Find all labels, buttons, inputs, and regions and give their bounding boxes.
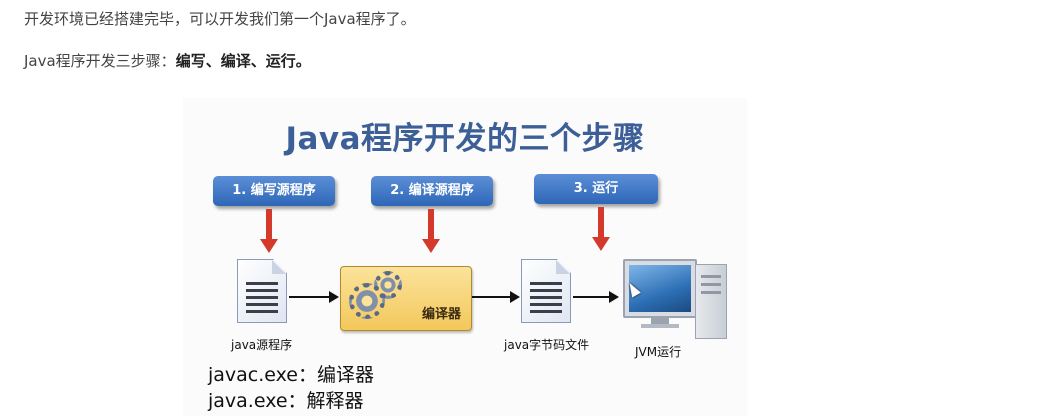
java-steps-figure: Java程序开发的三个步骤 1. 编写源程序 2. 编译源程序 3. 运行 编译… — [183, 98, 747, 416]
steps-text: Java程序开发三步骤：编写、编译、运行。 — [24, 50, 311, 71]
source-document-icon — [237, 259, 287, 323]
flow-arrow-icon — [609, 291, 619, 303]
steps-bold: 编写、编译、运行。 — [175, 52, 311, 70]
compiler-label: 编译器 — [421, 307, 461, 322]
caption-bytecode: java字节码文件 — [504, 338, 590, 352]
flow-arrow-icon — [510, 291, 520, 303]
steps-prefix: Java程序开发三步骤： — [24, 52, 176, 70]
caption-jvm: JVM运行 — [635, 345, 682, 359]
pc-tower-icon — [695, 264, 727, 339]
compiler-box: 编译器 — [340, 266, 472, 331]
gear-icon — [349, 283, 385, 319]
figure-title: Java程序开发的三个步骤 — [285, 121, 645, 157]
command-javac: javac.exe：编译器 — [208, 364, 374, 386]
flow-arrow-line — [472, 296, 512, 298]
step-2-label: 2. 编译源程序 — [371, 176, 493, 206]
flow-arrow-line — [573, 296, 611, 298]
bytecode-document-icon — [521, 259, 571, 323]
command-java: java.exe：解释器 — [208, 390, 364, 412]
flow-arrow-icon — [329, 291, 339, 303]
step-1-label: 1. 编写源程序 — [213, 176, 335, 206]
caption-source: java源程序 — [231, 338, 293, 352]
gear-icon — [374, 271, 402, 299]
step-3-label: 3. 运行 — [534, 174, 658, 204]
intro-text: 开发环境已经搭建完毕，可以开发我们第一个Java程序了。 — [24, 10, 416, 28]
flow-arrow-line — [289, 296, 331, 298]
